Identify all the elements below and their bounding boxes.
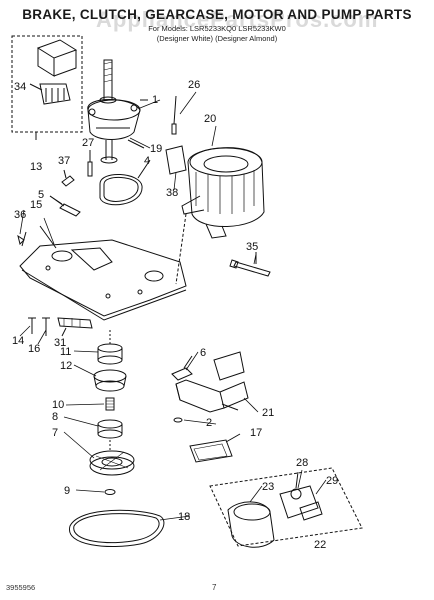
callout-15: 15 — [30, 199, 42, 211]
callout-6: 6 — [200, 347, 206, 359]
callout-34: 34 — [14, 81, 26, 93]
callout-16: 16 — [28, 343, 40, 355]
callout-37: 37 — [58, 155, 70, 167]
callout-20: 20 — [204, 113, 216, 125]
motor-bracket-38 — [165, 95, 187, 175]
callout-13: 13 — [30, 161, 42, 173]
page-number: 7 — [212, 583, 217, 592]
callout-17: 17 — [250, 427, 262, 439]
callout-26: 26 — [188, 79, 200, 91]
callout-11: 11 — [60, 346, 71, 358]
base-plate-15 — [17, 225, 187, 321]
bolt-35 — [229, 252, 271, 277]
callout-31: 31 — [54, 337, 66, 349]
lower-fasteners — [28, 317, 93, 337]
callout-8: 8 — [52, 411, 58, 423]
part-34-group — [11, 35, 83, 140]
callout-5: 5 — [38, 189, 44, 201]
callout-labels: 1 2 4 5 6 7 8 9 10 11 12 13 14 15 16 17 … — [12, 79, 338, 551]
clutch-stack — [89, 330, 135, 495]
callout-9: 9 — [64, 485, 70, 497]
callout-7: 7 — [52, 427, 58, 439]
callout-36: 36 — [14, 209, 26, 221]
pump-assembly-22 — [209, 467, 363, 548]
callout-4: 4 — [144, 155, 150, 167]
pump-bracket-21 — [171, 351, 249, 423]
callout-38: 38 — [166, 187, 178, 199]
gasket-17 — [189, 433, 241, 463]
callout-12: 12 — [60, 360, 72, 372]
callout-14: 14 — [12, 335, 24, 347]
model-line: For Models: LSR5233KQ0 LSR5233KW0 — [148, 24, 286, 33]
diagram-title: BRAKE, CLUTCH, GEARCASE, MOTOR AND PUMP … — [22, 7, 412, 22]
callout-22: 22 — [314, 539, 326, 551]
watermark-text: AppliancePartsPros.com — [96, 7, 379, 32]
small-fasteners-upper — [49, 150, 93, 217]
document-number: 3955956 — [6, 583, 36, 592]
brake-belt-4 — [99, 159, 151, 206]
leader-lines — [19, 91, 327, 521]
motor-20 — [175, 147, 265, 285]
callout-35: 35 — [246, 241, 258, 253]
color-line: (Designer White) (Designer Almond) — [156, 34, 278, 43]
callout-29: 29 — [326, 475, 338, 487]
callout-1: 1 — [152, 94, 158, 106]
callout-28: 28 — [296, 457, 308, 469]
gearcase-assembly — [87, 59, 148, 164]
callout-10: 10 — [52, 399, 64, 411]
callout-19: 19 — [150, 143, 162, 155]
callout-21: 21 — [262, 407, 274, 419]
drive-belt-18 — [69, 509, 165, 548]
callout-23: 23 — [262, 481, 274, 493]
callout-27: 27 — [82, 137, 94, 149]
